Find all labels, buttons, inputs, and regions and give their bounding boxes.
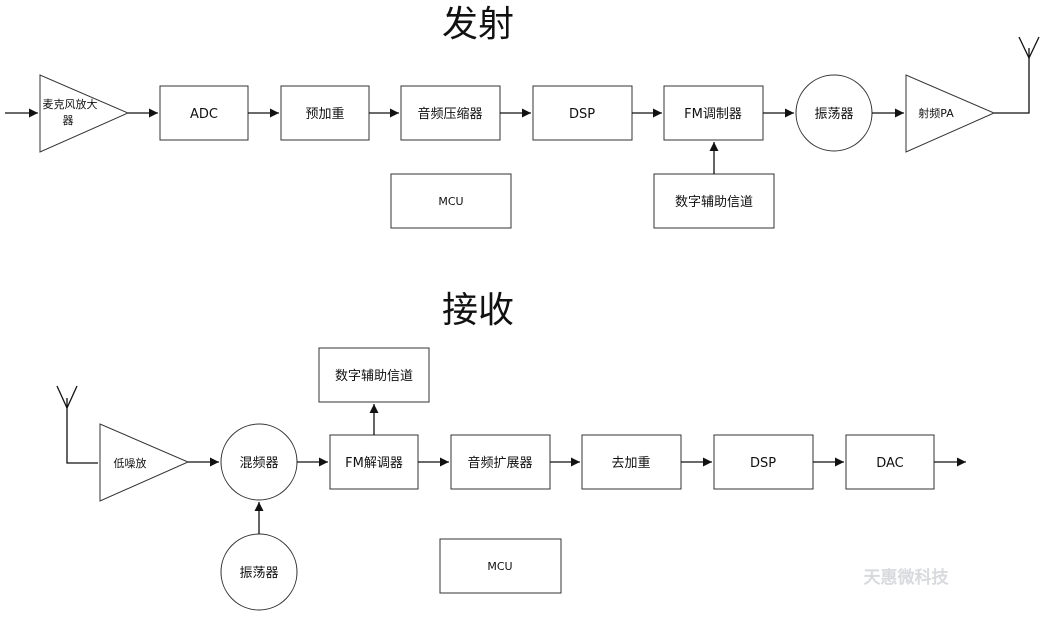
transmit-title: 发射 (442, 4, 514, 45)
lna-label: 低噪放 (114, 456, 147, 470)
expander-label: 音频扩展器 (467, 455, 532, 471)
rx-dsp-label: DSP (750, 456, 776, 471)
tx-digital-aux-label: 数字辅助信道 (675, 195, 753, 210)
mixer-label: 混频器 (239, 456, 278, 471)
pre-emphasis-label: 预加重 (305, 106, 344, 122)
receive-title: 接收 (442, 290, 514, 331)
adc-label: ADC (190, 107, 218, 122)
mixer: 混频器 (220, 423, 298, 501)
tx-oscillator: 振荡器 (795, 74, 873, 152)
rx-antenna-icon (56, 385, 98, 464)
dac-label: DAC (876, 456, 904, 471)
watermark: 天惠微科技 (864, 567, 950, 588)
tx-mcu-block: MCU (390, 173, 512, 229)
tx-mcu-label: MCU (438, 195, 463, 208)
tx-antenna-icon (994, 36, 1040, 114)
rx-dsp-block: DSP (713, 434, 814, 490)
rx-digital-aux-label: 数字辅助信道 (335, 369, 413, 384)
fm-demodulator-label: FM解调器 (345, 456, 403, 471)
tx-dsp-block: DSP (532, 85, 633, 141)
rx-oscillator: 振荡器 (220, 533, 298, 611)
expander-block: 音频扩展器 (450, 434, 551, 490)
compressor-label: 音频压缩器 (417, 106, 482, 122)
fm-demodulator-block: FM解调器 (329, 434, 419, 490)
adc-block: ADC (159, 85, 249, 141)
rx-oscillator-label: 振荡器 (239, 566, 278, 581)
lna-amplifier: 低噪放 (99, 423, 190, 502)
tx-oscillator-label: 振荡器 (814, 107, 853, 122)
compressor-block: 音频压缩器 (400, 85, 501, 141)
rx-mcu-block: MCU (439, 538, 562, 594)
dac-block: DAC (845, 434, 935, 490)
de-emphasis-label: 去加重 (611, 455, 650, 471)
tx-dsp-label: DSP (569, 107, 595, 122)
fm-modulator-label: FM调制器 (684, 107, 742, 122)
rx-digital-aux-block: 数字辅助信道 (318, 347, 430, 403)
mic-amplifier: 麦克风放大 器 (39, 74, 130, 153)
mic-amplifier-label-2: 器 (63, 114, 74, 127)
rx-mcu-label: MCU (487, 560, 512, 573)
rf-pa-amplifier: 射频PA (905, 74, 996, 153)
pre-emphasis-block: 预加重 (280, 85, 370, 141)
mic-amplifier-label-1: 麦克风放大 (43, 97, 98, 111)
de-emphasis-block: 去加重 (581, 434, 682, 490)
rf-pa-label: 射频PA (918, 106, 954, 120)
fm-modulator-block: FM调制器 (663, 85, 764, 141)
tx-digital-aux-block: 数字辅助信道 (653, 173, 775, 229)
